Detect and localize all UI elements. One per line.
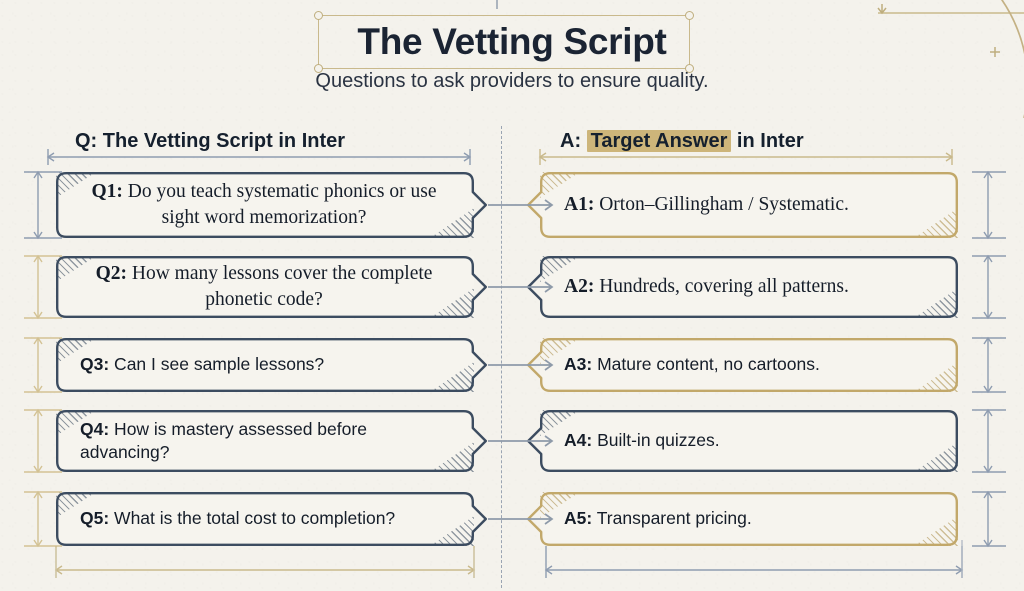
answer-card-2[interactable]: A2: Hundreds, covering all patterns. bbox=[527, 256, 958, 318]
answer-card-3-body: Mature content, no cartoons. bbox=[592, 354, 820, 375]
resize-handle-bottom-right[interactable] bbox=[685, 64, 694, 73]
answer-card-2-label: A2: bbox=[564, 276, 595, 298]
column-divider bbox=[501, 126, 502, 588]
resize-handle-bottom-left[interactable] bbox=[314, 64, 323, 73]
question-card-2[interactable]: Q2: How many lessons cover the complete … bbox=[56, 256, 487, 318]
question-column-prefix: Q: bbox=[75, 130, 103, 152]
answer-column-prefix: A: bbox=[560, 130, 587, 152]
question-card-5[interactable]: Q5: What is the total cost to completion… bbox=[56, 492, 487, 546]
answer-card-3-label: A3: bbox=[564, 354, 593, 375]
question-card-1[interactable]: Q1: Do you teach systematic phonics or u… bbox=[56, 172, 487, 238]
resize-handle-top-right[interactable] bbox=[685, 11, 694, 20]
answer-card-4-label: A4: bbox=[564, 430, 593, 451]
question-card-5-text: Q5: What is the total cost to completion… bbox=[56, 507, 474, 530]
question-column-suffix: in Inter bbox=[272, 130, 346, 152]
answer-card-5-body: Transparent pricing. bbox=[592, 508, 752, 529]
answer-card-4-text: A4: Built-in quizzes. bbox=[540, 429, 958, 452]
answer-card-5-label: A5: bbox=[564, 508, 593, 529]
question-card-2-body: How many lessons cover the complete phon… bbox=[127, 263, 433, 310]
answer-card-1-label: A1: bbox=[564, 194, 595, 216]
answer-column-suffix: in Inter bbox=[731, 130, 804, 152]
question-card-4-text: Q4: How is mastery assessed before advan… bbox=[56, 418, 474, 465]
answer-card-2-text: A2: Hundreds, covering all patterns. bbox=[540, 274, 958, 300]
answer-card-1-body: Orton–Gillingham / Systematic. bbox=[594, 194, 849, 216]
answer-card-4-body: Built-in quizzes. bbox=[592, 430, 720, 451]
answer-card-2-body: Hundreds, covering all patterns. bbox=[594, 276, 849, 298]
answer-column-label: Target Answer bbox=[586, 130, 732, 152]
question-card-2-text: Q2: How many lessons cover the complete … bbox=[56, 261, 474, 313]
answer-card-5-text: A5: Transparent pricing. bbox=[540, 507, 958, 530]
question-card-4-body: How is mastery assessed before advancing… bbox=[80, 418, 367, 462]
answer-card-5[interactable]: A5: Transparent pricing. bbox=[527, 492, 958, 546]
answer-card-3-text: A3: Mature content, no cartoons. bbox=[540, 353, 958, 376]
question-column-heading: Q: The Vetting Script in Inter bbox=[75, 130, 345, 153]
question-card-1-label: Q1: bbox=[91, 181, 123, 203]
answer-card-1[interactable]: A1: Orton–Gillingham / Systematic. bbox=[527, 172, 958, 238]
page-subtitle: Questions to ask providers to ensure qua… bbox=[315, 70, 709, 92]
question-card-5-body: What is the total cost to completion? bbox=[109, 508, 396, 529]
answer-card-4[interactable]: A4: Built-in quizzes. bbox=[527, 410, 958, 472]
question-card-3[interactable]: Q3: Can I see sample lessons? bbox=[56, 338, 487, 392]
answer-column-heading: A: Target Answer in Inter bbox=[560, 130, 804, 153]
question-card-3-text: Q3: Can I see sample lessons? bbox=[56, 353, 474, 376]
question-column-label: The Vetting Script bbox=[102, 130, 273, 152]
answer-card-1-text: A1: Orton–Gillingham / Systematic. bbox=[540, 192, 958, 218]
question-card-4-label: Q4: bbox=[80, 418, 110, 439]
question-card-2-label: Q2: bbox=[95, 263, 127, 285]
question-card-1-text: Q1: Do you teach systematic phonics or u… bbox=[56, 179, 474, 231]
question-card-3-body: Can I see sample lessons? bbox=[109, 354, 325, 375]
question-card-5-label: Q5: bbox=[80, 508, 110, 529]
question-card-1-body: Do you teach systematic phonics or use s… bbox=[122, 181, 437, 228]
question-card-4[interactable]: Q4: How is mastery assessed before advan… bbox=[56, 410, 487, 472]
resize-handle-top-left[interactable] bbox=[314, 11, 323, 20]
answer-card-3[interactable]: A3: Mature content, no cartoons. bbox=[527, 338, 958, 392]
page-title: The Vetting Script bbox=[357, 21, 667, 62]
question-card-3-label: Q3: bbox=[80, 354, 110, 375]
title-selection-frame[interactable] bbox=[314, 11, 694, 73]
